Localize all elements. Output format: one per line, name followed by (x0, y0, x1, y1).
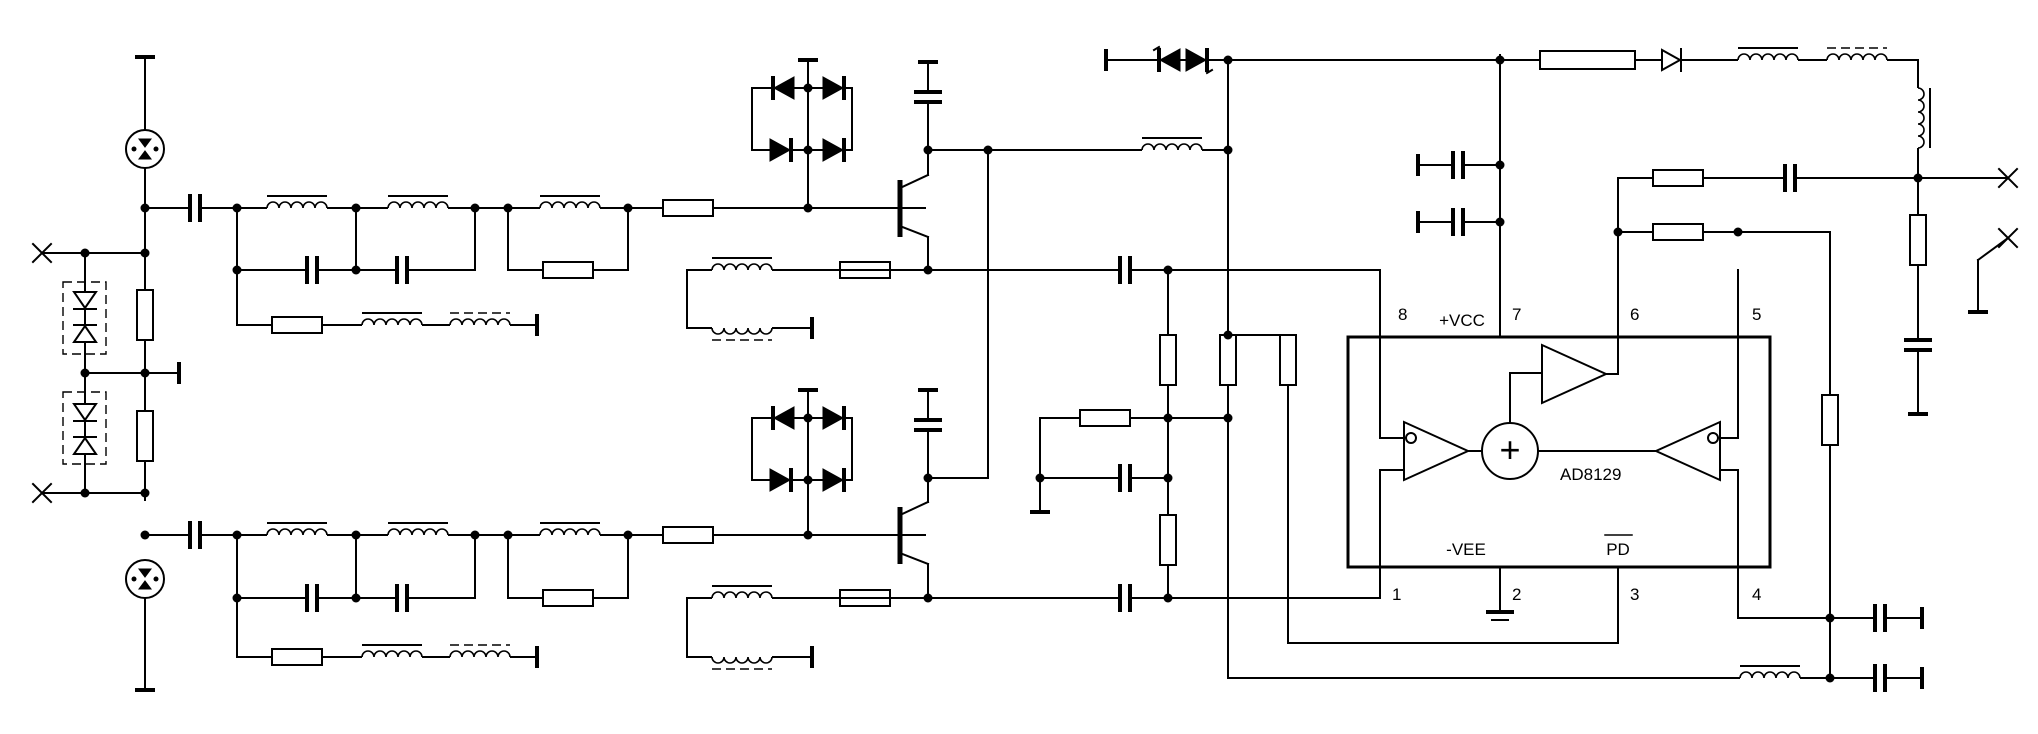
pin-5-label: 5 (1752, 305, 1761, 324)
summing-node: + (1481, 422, 1539, 480)
pin-4-label: 4 (1752, 585, 1761, 604)
power-rail (1104, 45, 1931, 240)
bias-network (1028, 149, 1831, 681)
ad8129-chip: + +VCC AD8129 -VEE PD 8 7 6 5 (1346, 54, 1772, 621)
vee-label: -VEE (1446, 540, 1486, 559)
pin-6-label: 6 (1630, 305, 1639, 324)
jfet-top (686, 58, 1381, 479)
jfet-bottom (686, 388, 1381, 670)
vcc-label: +VCC (1439, 311, 1485, 330)
lamp-top (125, 129, 165, 169)
pin-1-label: 1 (1392, 585, 1401, 604)
input-protection (32, 55, 181, 692)
lamp-bottom (125, 559, 165, 599)
zener-diodes (1152, 45, 1214, 75)
pd-label: PD (1606, 540, 1630, 559)
sum-symbol: + (1499, 429, 1520, 470)
pin-7-label: 7 (1512, 305, 1521, 324)
terminal-out-ground (1998, 228, 2018, 248)
pin-2-label: 2 (1512, 585, 1521, 604)
filter-chain-bottom (144, 517, 926, 670)
output-network (1613, 160, 2018, 696)
chip-name: AD8129 (1560, 465, 1621, 484)
filter-chain-top (144, 190, 926, 338)
pin-8-label: 8 (1398, 305, 1407, 324)
pin-3-label: 3 (1630, 585, 1639, 604)
